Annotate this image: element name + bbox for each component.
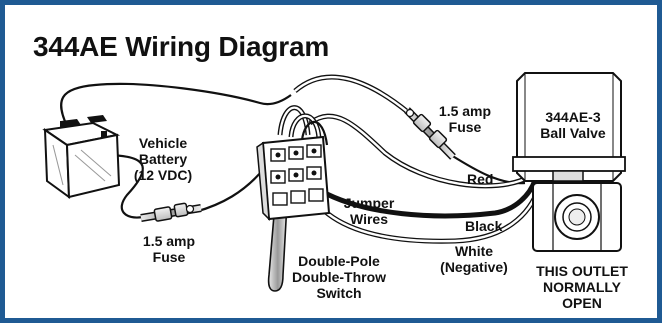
ball-valve-icon	[512, 72, 626, 252]
right-fuse-label-line2: Fuse	[448, 119, 482, 135]
white-wire-label: White (Negative)	[429, 243, 519, 275]
outlet-note-line2: NORMALLY	[542, 279, 622, 295]
battery-positive-wire	[60, 82, 292, 127]
red-wire-core	[309, 114, 530, 188]
white-wire-label-line2: (Negative)	[440, 259, 508, 275]
black-wire-label: Black	[465, 218, 503, 234]
battery-label: Vehicle Battery (12 VDC)	[123, 135, 203, 183]
right-fuse-label-line1: 1.5 amp	[438, 103, 492, 119]
wiring-drawing	[42, 72, 626, 292]
outlet-note: THIS OUTLET NORMALLY OPEN	[527, 263, 637, 311]
ball-valve-label-line2: Ball Valve	[540, 125, 606, 141]
ball-valve-label-line1: 344AE-3	[545, 109, 601, 125]
white-wire-label-line1: White	[454, 243, 494, 259]
left-fuse-icon	[140, 202, 202, 222]
switch-label-line1: Double-Pole	[298, 253, 380, 269]
outlet-note-line1: THIS OUTLET	[536, 263, 628, 279]
diagram-title: 344AE Wiring Diagram	[33, 31, 330, 62]
white-wire-core	[303, 184, 541, 243]
battery-label-line2: Battery	[138, 151, 188, 167]
jumper-wires-label-line2: Wires	[349, 211, 388, 227]
ball-valve-label: 344AE-3 Ball Valve	[525, 109, 621, 141]
battery-negative-wire	[103, 153, 144, 219]
switch-icon	[256, 135, 331, 292]
switch-label-line2: Double-Throw	[291, 269, 387, 285]
fuse-wire-outline	[293, 74, 411, 115]
left-fuse-label-line2: Fuse	[152, 249, 186, 265]
fuse-wire-core	[294, 75, 410, 114]
battery-label-line3: (12 VDC)	[133, 167, 193, 183]
right-fuse-label: 1.5 amp Fuse	[425, 103, 505, 135]
outlet-note-line3: OPEN	[562, 295, 602, 311]
battery-icon	[42, 115, 121, 200]
right-fuse-icon	[404, 107, 456, 160]
jumper-wire-c	[300, 120, 329, 146]
black-wire	[319, 179, 538, 219]
left-fuse-label: 1.5 amp Fuse	[129, 233, 209, 265]
left-fuse-wire	[194, 164, 268, 214]
red-wire-label: Red	[467, 171, 494, 187]
jumper-wires-label-line1: Jumper	[343, 195, 395, 211]
jumper-wires-label: Jumper Wires	[331, 195, 407, 227]
battery-label-line1: Vehicle	[138, 135, 188, 151]
left-fuse-label-line1: 1.5 amp	[142, 233, 196, 249]
switch-label-line3: Switch	[316, 285, 362, 301]
switch-label: Double-Pole Double-Throw Switch	[279, 253, 399, 301]
